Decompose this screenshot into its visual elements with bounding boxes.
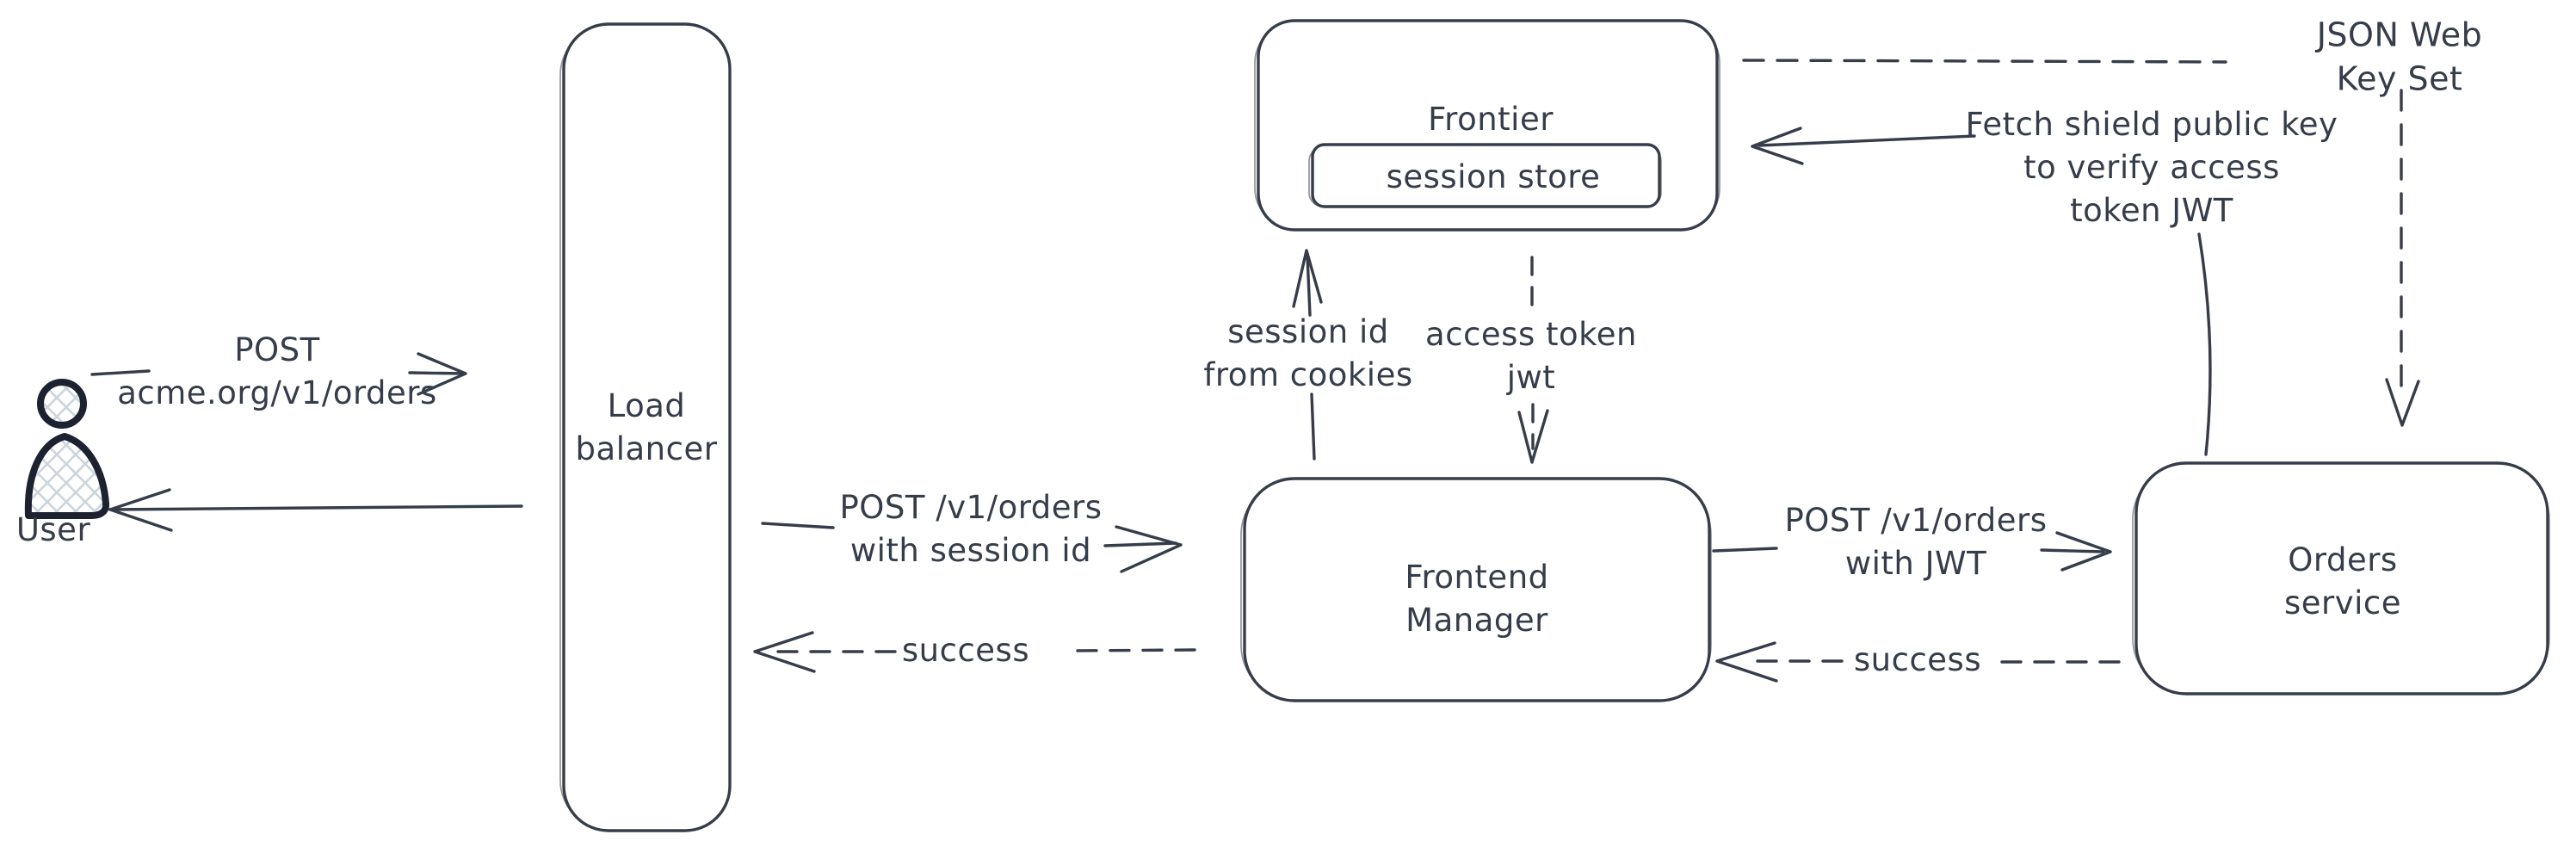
session-store-box — [1311, 143, 1661, 208]
edge-label-fetch-shield-key: Fetch shield public key to verify access… — [1965, 106, 2338, 229]
edge-line-dashed — [1742, 659, 2121, 664]
node-orders-service[interactable] — [2132, 461, 2550, 696]
edge-frontend-manager-to-load-balancer[interactable] — [753, 631, 1196, 673]
session-store-label: session store — [1386, 158, 1601, 196]
edge-line — [1306, 254, 1316, 461]
arrowhead-left-icon — [1715, 641, 1778, 683]
edge-user-to-load-balancer[interactable] — [90, 352, 467, 396]
frontend-manager-box — [1243, 477, 1711, 702]
edge-line — [1757, 134, 1976, 147]
arrowhead-right-icon — [2055, 531, 2112, 572]
arrowhead-down-icon — [1517, 409, 1549, 464]
edge-line — [90, 369, 466, 376]
arrowhead-left-icon — [753, 631, 816, 673]
edge-label-post-orders: POST acme.org/v1/orders — [117, 331, 437, 411]
edge-line-dashed — [1742, 59, 2227, 64]
frontend-manager-label: Frontend Manager — [1405, 559, 1549, 639]
jwks-label: JSON Web Key Set — [2316, 15, 2483, 98]
frontier-label: Frontier — [1428, 101, 1554, 139]
edge-line — [1712, 547, 2105, 553]
node-load-balancer[interactable] — [559, 22, 732, 832]
user-label: User — [15, 511, 91, 549]
edge-load-balancer-to-frontend-manager[interactable] — [761, 522, 1183, 573]
edge-line-dashed — [773, 648, 1196, 653]
arrowhead-up-icon — [1292, 249, 1323, 308]
edge-frontend-manager-to-orders-service[interactable] — [1712, 531, 2112, 572]
node-frontier[interactable] — [1254, 19, 1720, 232]
edge-frontend-manager-to-frontier[interactable] — [1292, 249, 1323, 461]
edge-label-session-id-cookies: session id from cookies — [1203, 313, 1413, 393]
edge-orders-service-to-frontier[interactable] — [1751, 127, 2212, 456]
edge-curve — [2197, 232, 2212, 456]
user-icon-body — [24, 433, 110, 519]
arrowhead-right-icon — [417, 352, 467, 396]
orders-service-label: Orders service — [2283, 541, 2402, 621]
arrowhead-right-icon — [1115, 525, 1183, 573]
node-user[interactable] — [24, 379, 110, 519]
edge-line — [108, 504, 523, 511]
edge-label-success-right: success — [1853, 641, 1982, 679]
edge-label-post-session-id: POST /v1/orders with session id — [839, 489, 1103, 569]
edge-label-success-left: success — [901, 632, 1030, 670]
user-icon — [37, 379, 87, 429]
edge-label-post-jwt: POST /v1/orders with JWT — [1784, 502, 2048, 582]
arrowhead-down-icon — [2385, 378, 2420, 427]
edge-orders-service-to-frontend-manager[interactable] — [1715, 641, 2121, 683]
edge-label-access-token-jwt: access token jwt — [1425, 316, 1637, 396]
arrowhead-left-icon — [1751, 127, 1804, 165]
edge-load-balancer-to-user[interactable] — [108, 488, 523, 532]
edge-frontier-to-jwks[interactable] — [1742, 59, 2420, 427]
edge-line-dashed — [1530, 256, 1535, 450]
load-balancer-box — [562, 22, 732, 832]
edge-frontier-to-frontend-manager[interactable] — [1517, 256, 1549, 464]
load-balancer-label: Load balancer — [575, 387, 718, 467]
node-frontend-manager[interactable] — [1240, 477, 1712, 702]
arrowhead-left-icon — [108, 488, 173, 532]
edge-line — [761, 522, 1177, 547]
orders-service-box — [2134, 461, 2549, 696]
